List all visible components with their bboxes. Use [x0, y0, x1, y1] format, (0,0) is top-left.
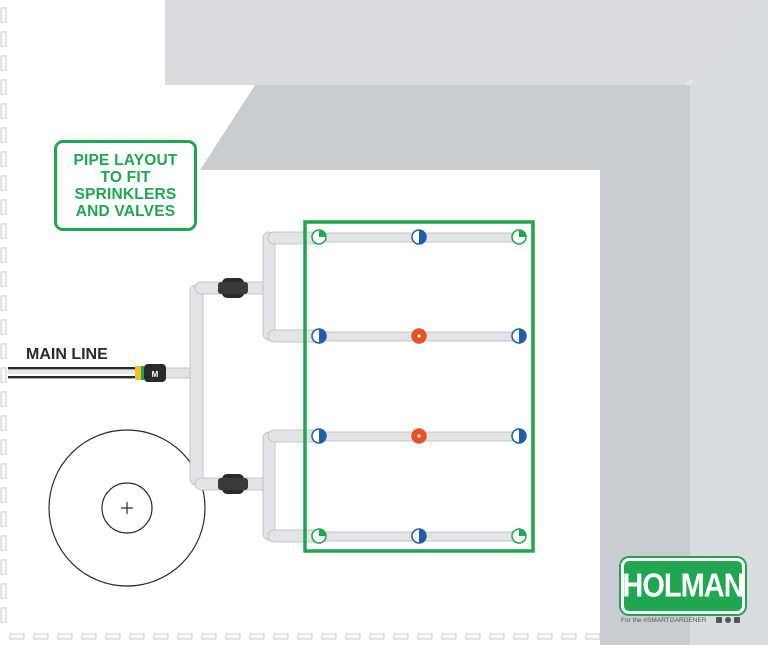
meter-label: M: [152, 370, 159, 379]
holman-logo: HOLMAN: [621, 558, 745, 614]
fence-left: [0, 7, 7, 623]
half-circle-sprinkler-icon: [511, 328, 527, 344]
valve-icon: [218, 278, 248, 298]
main-line-fitting-green: [141, 366, 144, 380]
main-line-label: MAIN LINE: [26, 346, 108, 363]
title-line-3: SPRINKLERS: [74, 185, 177, 203]
half-circle-sprinkler-icon: [411, 229, 427, 245]
half-circle-sprinkler-icon: [411, 528, 427, 544]
main-line-fitting: [135, 366, 141, 380]
house-wall-top: [200, 85, 690, 170]
title-line-4: AND VALVES: [75, 202, 176, 220]
quarter-circle-sprinkler-icon: [311, 528, 327, 544]
house-wall-right: [690, 0, 768, 645]
title-line-2: TO FIT: [100, 168, 151, 186]
half-circle-sprinkler-icon: [311, 428, 327, 444]
quarter-circle-sprinkler-icon: [311, 229, 327, 245]
lawn-zone-border: [303, 220, 535, 553]
quarter-circle-sprinkler-icon: [511, 229, 527, 245]
house-wall-right-inner: [600, 85, 690, 645]
valve-icon: [218, 474, 248, 494]
logo-brand: HOLMAN: [622, 567, 744, 604]
logo-tagline: For the #SMARTGARDENER: [621, 617, 707, 624]
title-line-1: PIPE LAYOUT: [73, 151, 178, 169]
facebook-icon: [734, 617, 740, 623]
youtube-icon: [716, 617, 722, 623]
full-circle-sprinkler-icon: [411, 328, 427, 344]
instagram-icon: [725, 617, 731, 623]
fence-bottom: [9, 633, 601, 640]
main-line: [7, 367, 137, 379]
half-circle-sprinkler-icon: [311, 328, 327, 344]
title-box: PIPE LAYOUT TO FIT SPRINKLERS AND VALVES: [54, 140, 197, 231]
water-meter-icon: M: [144, 364, 166, 382]
full-circle-sprinkler-icon: [411, 428, 427, 444]
half-circle-sprinkler-icon: [511, 428, 527, 444]
quarter-circle-sprinkler-icon: [511, 528, 527, 544]
